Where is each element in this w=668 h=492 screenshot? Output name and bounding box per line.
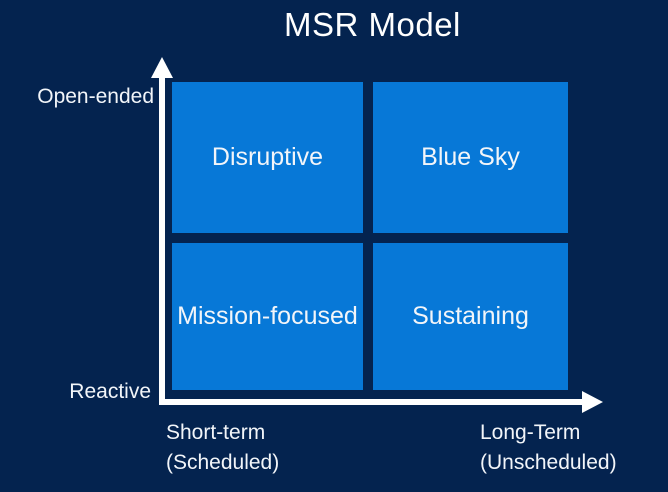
arrow-right-icon: [582, 391, 603, 413]
x-axis-right-label-line2: (Unscheduled): [480, 451, 617, 474]
x-axis-right-label-line1: Long-Term: [480, 421, 581, 444]
quadrant-disruptive: Disruptive: [172, 82, 363, 233]
diagram-title: MSR Model: [284, 6, 461, 43]
quadrant-mission-focused-label: Mission-focused: [177, 302, 358, 330]
quadrant-sustaining-label: Sustaining: [412, 302, 529, 330]
x-axis-left-label: Short-term (Scheduled): [166, 418, 279, 478]
quadrant-disruptive-label: Disruptive: [211, 143, 324, 171]
y-axis-top-label: Open-ended: [37, 85, 154, 108]
arrow-up-icon: [151, 57, 173, 78]
y-axis-bottom-label: Reactive: [69, 380, 151, 403]
y-axis-line: [159, 72, 165, 405]
x-axis-line: [159, 399, 585, 405]
x-axis-left-label-line2: (Scheduled): [166, 451, 280, 474]
quadrant-sustaining: Sustaining: [373, 243, 568, 390]
quadrant-mission-focused: Mission-focused: [172, 243, 363, 390]
quadrant-blue-sky: Blue Sky: [373, 82, 568, 233]
x-axis-left-label-line1: Short-term: [166, 421, 266, 444]
quadrant-blue-sky-label: Blue Sky: [421, 143, 520, 171]
x-axis-right-label: Long-Term (Unscheduled): [480, 418, 617, 478]
